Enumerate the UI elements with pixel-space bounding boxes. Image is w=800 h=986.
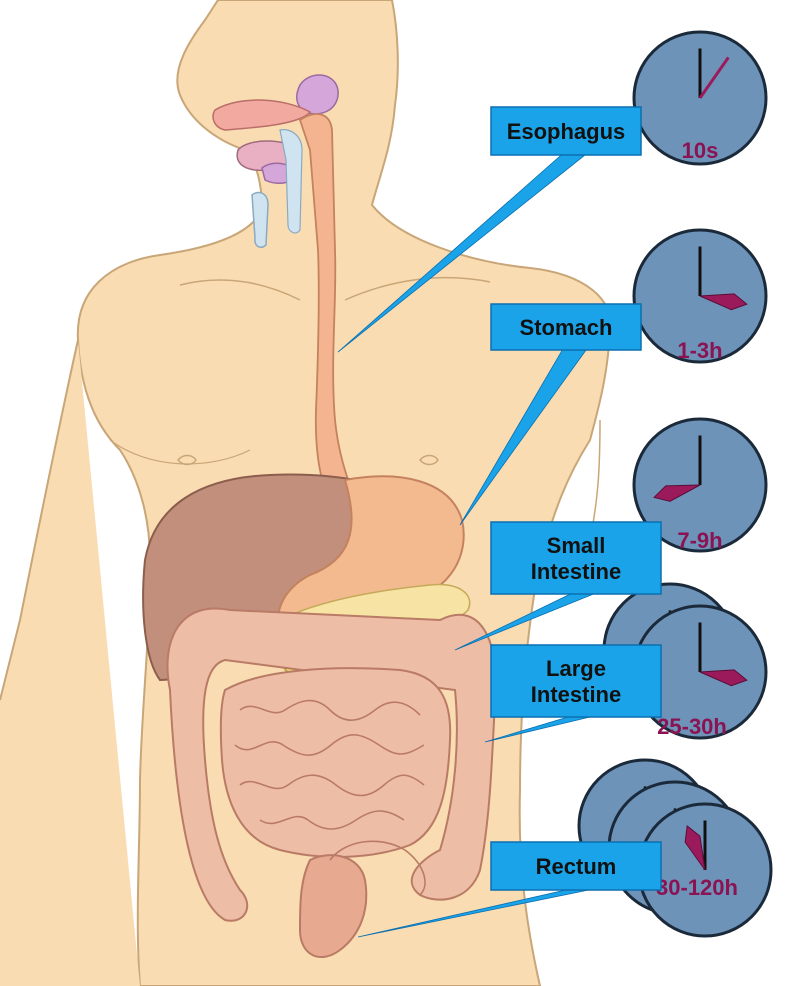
collarbone-right: [344, 276, 491, 301]
organ-label-line: Intestine: [531, 559, 621, 584]
label-esophagus: Esophagus: [490, 106, 642, 156]
esophagus: [298, 113, 350, 490]
nipple-right: [419, 454, 439, 466]
left-arm-outline: [0, 339, 79, 701]
label-box: [490, 106, 642, 156]
clock-stomach: 1-3h: [632, 228, 768, 364]
clock-small-intestine: 7-9h: [632, 417, 768, 553]
left-arm-edge: [0, 340, 140, 986]
clock-minute-hand: [698, 56, 730, 99]
label-box: [490, 841, 662, 891]
airway: [251, 191, 269, 248]
small-intestine-coil-2: [234, 734, 425, 756]
time-esophagus: 10s: [682, 138, 719, 163]
clock-hour-hand: [653, 484, 701, 502]
clock-esophagus: 10s: [632, 30, 768, 166]
time-rectum: 30-120h: [656, 875, 738, 900]
small-intestine-coil-1: [239, 699, 421, 721]
small-intestine-coil-4: [259, 810, 405, 830]
label-box: [490, 521, 662, 595]
organ-label-line: Stomach: [520, 315, 613, 340]
label-box: [490, 303, 642, 351]
time-stomach: 1-3h: [677, 338, 722, 363]
chest-line: [109, 439, 251, 465]
time-large-intestine: 25-30h: [657, 714, 727, 739]
collarbone-left: [179, 279, 301, 301]
palate: [212, 99, 312, 131]
time-small-intestine: 7-9h: [677, 528, 722, 553]
organ-label-line: Intestine: [531, 682, 621, 707]
label-stomach: Stomach: [490, 303, 642, 351]
clock-hour-hand: [684, 824, 706, 871]
nasal-cavity: [295, 74, 339, 115]
small-intestine: [219, 667, 452, 858]
organ-label-line: Rectum: [536, 854, 617, 879]
pharynx: [279, 129, 303, 234]
head-internals: [212, 74, 339, 248]
label-layer: EsophagusStomachSmallIntestineLargeIntes…: [490, 106, 662, 891]
clock-layer: 10s 1-3h 7-9h 25-30h 30-120h: [577, 30, 773, 938]
organ-label-line: Esophagus: [507, 119, 626, 144]
label-rectum: Rectum: [490, 841, 662, 891]
clock-hour-hand: [699, 293, 748, 311]
small-intestine-mass: [219, 667, 452, 858]
sigmoid-colon: [329, 840, 426, 896]
organ-label-line: Large: [546, 656, 606, 681]
label-box: [490, 644, 662, 718]
clock-hour-hand: [699, 669, 748, 687]
organ-label-line: Small: [547, 533, 606, 558]
rectum: [298, 854, 368, 959]
small-intestine-coil-3: [239, 774, 425, 797]
pointer-layer: [337, 152, 599, 938]
